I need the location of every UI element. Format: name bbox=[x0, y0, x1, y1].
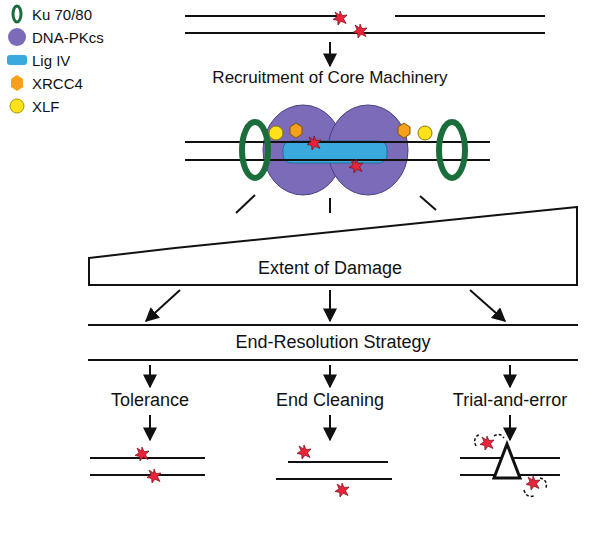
stage-label: Recruitment of Core Machinery bbox=[212, 68, 447, 88]
node-text: Tolerance bbox=[111, 390, 189, 411]
node-text: Extent of Damage bbox=[258, 258, 402, 279]
legend-swatch bbox=[6, 96, 28, 116]
flow-arrow bbox=[509, 365, 511, 387]
strategy-label: Tolerance bbox=[111, 390, 189, 411]
legend-text: XLF bbox=[32, 98, 60, 115]
strategy-label: End Cleaning bbox=[276, 390, 384, 411]
wedge-polygon bbox=[89, 207, 577, 285]
circle-swatch bbox=[10, 99, 24, 113]
legend-swatch bbox=[6, 27, 28, 47]
rect-swatch bbox=[7, 55, 27, 65]
wedge-shape: Extent of Damage bbox=[88, 206, 578, 286]
ellipse-swatch bbox=[8, 28, 26, 46]
band-box: End-Resolution Strategy bbox=[88, 324, 578, 361]
flow-arrow bbox=[149, 365, 151, 387]
flow-arrow bbox=[470, 290, 505, 321]
flow-arrow bbox=[329, 290, 331, 321]
legend-item: XLF bbox=[6, 96, 60, 116]
legend-text: Ku 70/80 bbox=[32, 6, 92, 23]
legend-text: XRCC4 bbox=[32, 75, 83, 92]
ring-swatch bbox=[13, 6, 21, 22]
legend-item: Ku 70/80 bbox=[6, 4, 92, 24]
legend-swatch bbox=[6, 4, 28, 24]
flow-arrow bbox=[329, 365, 331, 387]
legend-swatch bbox=[6, 50, 28, 70]
flow-arrow bbox=[146, 290, 180, 321]
legend-item: DNA-PKcs bbox=[6, 27, 104, 47]
legend-text: Lig IV bbox=[32, 52, 70, 69]
node-text: End Cleaning bbox=[276, 390, 384, 411]
hexagon-swatch bbox=[11, 75, 23, 91]
legend-text: DNA-PKcs bbox=[32, 29, 104, 46]
legend-swatch bbox=[6, 73, 28, 93]
strategy-label: Trial-and-error bbox=[453, 390, 567, 411]
node-text: End-Resolution Strategy bbox=[88, 332, 578, 353]
legend-item: Lig IV bbox=[6, 50, 70, 70]
legend-item: XRCC4 bbox=[6, 73, 83, 93]
node-text: Trial-and-error bbox=[453, 390, 567, 411]
